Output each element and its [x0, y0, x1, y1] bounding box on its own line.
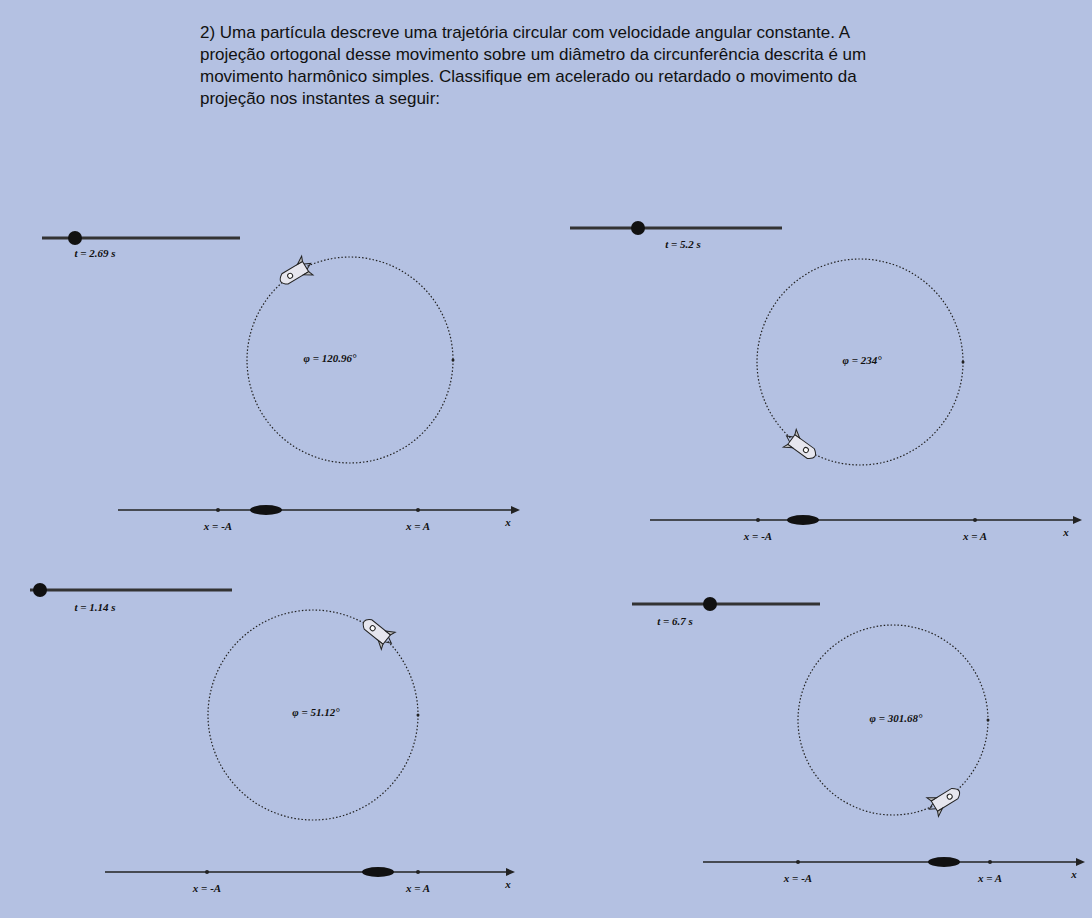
projection-marker [787, 515, 819, 525]
figure-label: x = A [978, 872, 1002, 884]
figure-label: x [505, 878, 511, 890]
figure-label: x = -A [744, 530, 772, 542]
slider-knob [703, 597, 717, 611]
figure-label: t = 6.7 s [657, 615, 693, 627]
projection-marker [928, 857, 960, 867]
amplitude-mark [988, 860, 992, 864]
circular-path [798, 625, 988, 815]
question-text: 2) Uma partícula descreve uma trajetória… [200, 22, 890, 110]
amplitude-mark [216, 508, 220, 512]
x-axis [650, 519, 1076, 521]
projection-marker [250, 505, 282, 515]
projection-marker [362, 867, 394, 877]
amplitude-mark [973, 518, 977, 522]
axis-arrowhead [1076, 858, 1085, 866]
amplitude-mark [416, 508, 420, 512]
figure-label: x [1071, 868, 1077, 880]
x-axis [703, 861, 1079, 863]
amplitude-mark [416, 870, 420, 874]
slider-knob [68, 231, 82, 245]
rocket-particle [275, 254, 316, 291]
figure-label: x = -A [784, 872, 812, 884]
figure-label: t = 1.14 s [74, 601, 115, 613]
circular-path [757, 259, 963, 465]
x-axis [105, 871, 509, 873]
axis-arrowhead [1073, 516, 1082, 524]
reference-point [417, 714, 420, 717]
circular-path [208, 610, 418, 820]
rocket-particle [357, 613, 398, 652]
figure-label: x = A [406, 520, 430, 532]
figure-label: x = -A [204, 520, 232, 532]
figure-label: x = A [406, 882, 430, 894]
figure-label: x [1063, 526, 1069, 538]
x-axis [118, 509, 514, 511]
figure-label: x = -A [193, 882, 221, 894]
amplitude-mark [205, 870, 209, 874]
figure-label: x = A [963, 530, 987, 542]
figure-label: φ = 301.68° [870, 712, 923, 724]
reference-point [987, 719, 990, 722]
slider-bar [570, 227, 782, 230]
figure-label: φ = 51.12° [292, 706, 339, 718]
figure-label: x [505, 516, 511, 528]
rocket-particle [923, 782, 964, 819]
slider-knob [631, 221, 645, 235]
amplitude-mark [796, 860, 800, 864]
reference-point [452, 359, 455, 362]
rocket-particle [780, 427, 821, 465]
slider-bar [632, 603, 820, 606]
axis-arrowhead [511, 506, 520, 514]
figure-label: φ = 120.96° [304, 352, 357, 364]
reference-point [962, 361, 965, 364]
amplitude-mark [756, 518, 760, 522]
axis-arrowhead [506, 868, 515, 876]
figure-label: t = 5.2 s [665, 238, 701, 250]
circular-path [247, 257, 453, 463]
figure-label: φ = 234° [842, 354, 881, 366]
slider-bar [30, 589, 232, 592]
slider-knob [33, 583, 47, 597]
figure-label: t = 2.69 s [74, 247, 115, 259]
